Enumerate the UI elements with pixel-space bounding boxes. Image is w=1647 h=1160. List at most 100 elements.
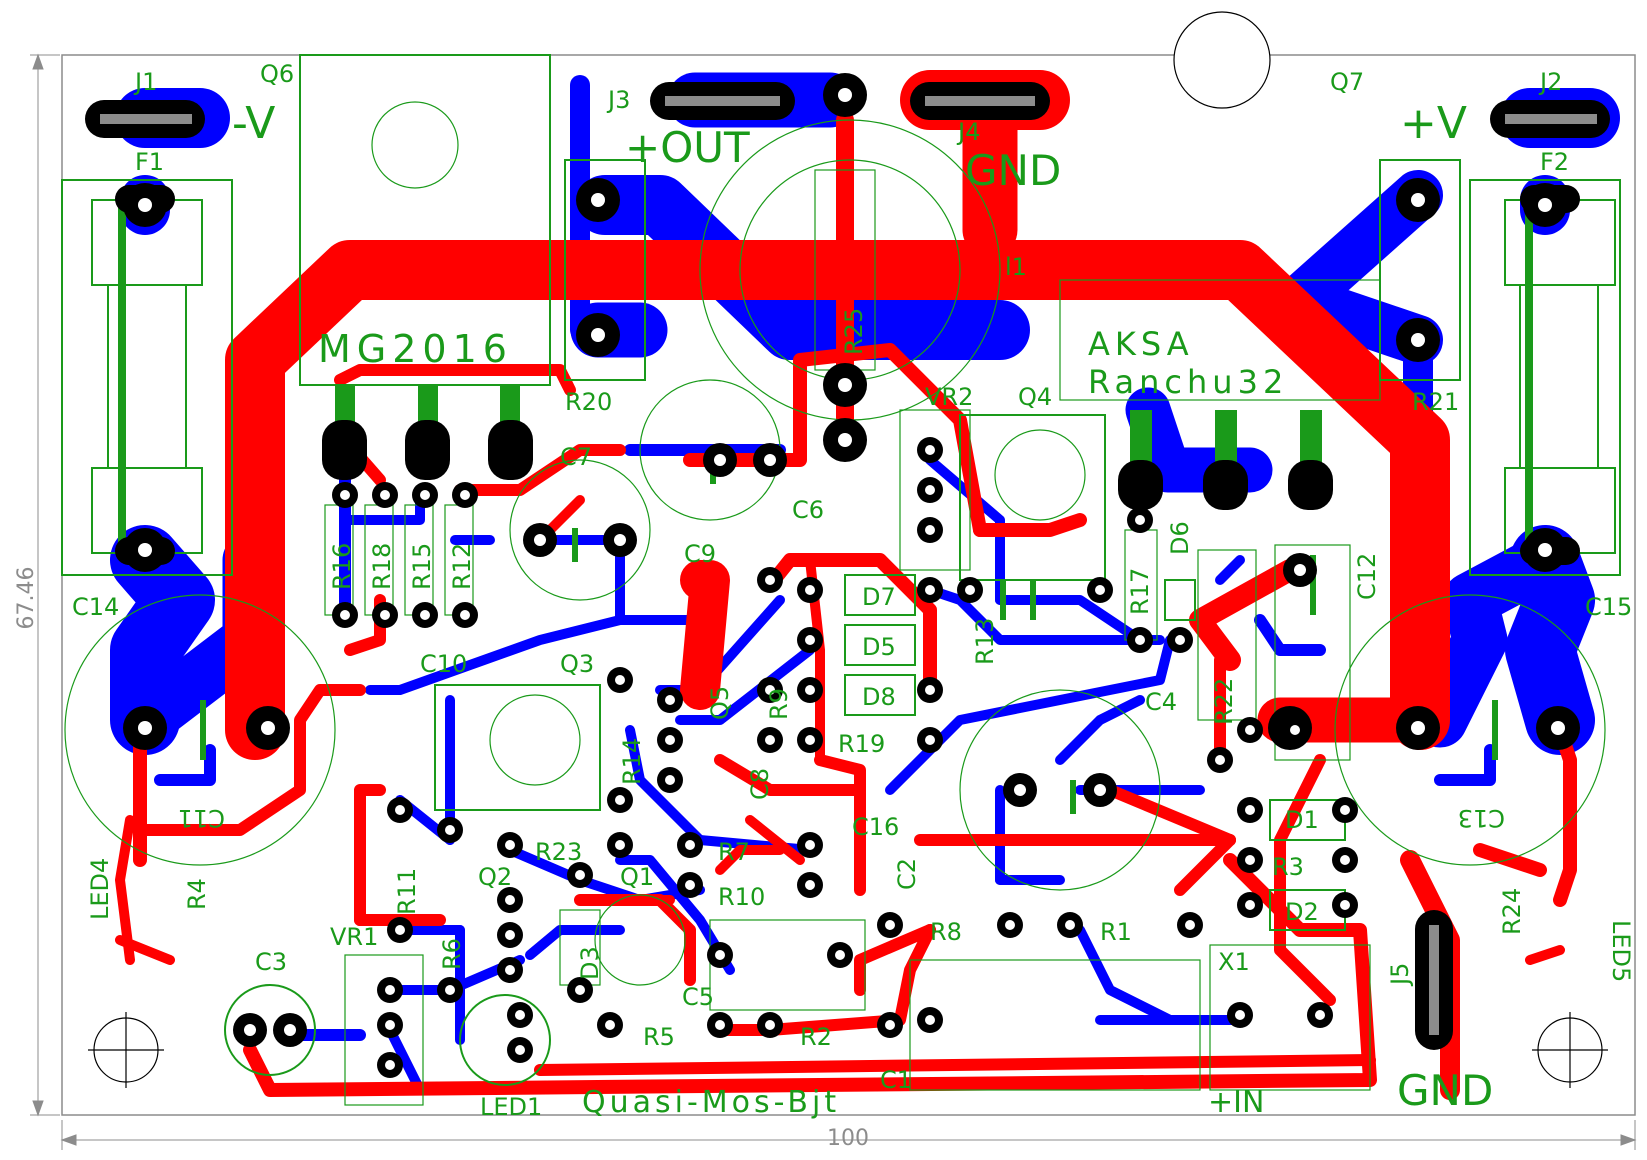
label-j3: J3 (606, 86, 630, 114)
pad-hole (1005, 920, 1015, 930)
pad-hole (420, 610, 430, 620)
pad-hole (138, 543, 152, 557)
pad-hole (885, 920, 895, 930)
label-c12: C12 (1353, 553, 1381, 600)
gnd-bottom-label: GND (1397, 1066, 1493, 1115)
pad-hole (925, 735, 935, 745)
pad-hole (765, 575, 775, 585)
label-r8: R8 (930, 918, 962, 946)
label-r5: R5 (643, 1023, 675, 1051)
pad-hole (515, 1010, 525, 1020)
mg2016-label: MG2016 (318, 327, 513, 371)
label-r20: R20 (565, 388, 612, 416)
pad-hole (591, 328, 605, 342)
pad-hole (385, 985, 395, 995)
pad-hole (505, 965, 515, 975)
pad-hole (715, 1020, 725, 1030)
label-r19: R19 (838, 730, 885, 758)
label-c8: C8 (746, 768, 774, 800)
gnd-top-label: GND (965, 146, 1061, 195)
pad-hole (385, 1020, 395, 1030)
pad-hole (575, 870, 585, 880)
pad-hole (460, 610, 470, 620)
pad-hole (591, 193, 605, 207)
pad-hole (1215, 755, 1225, 765)
pad-hole (1065, 920, 1075, 930)
label-led4: LED4 (86, 858, 114, 920)
label-r2: R2 (800, 1023, 832, 1051)
plus-v-label: +V (1400, 98, 1467, 149)
pad-hole (615, 675, 625, 685)
label-vr2: VR2 (925, 383, 973, 411)
pad-hole (1135, 635, 1145, 645)
pad-hole (445, 825, 455, 835)
pad-hole (1411, 721, 1425, 735)
pad-hole (805, 635, 815, 645)
label-d3: D3 (576, 946, 604, 980)
pad-hole (925, 685, 935, 695)
pad-hole (764, 454, 776, 466)
pad-hole (805, 880, 815, 890)
pad-hole (244, 1024, 256, 1036)
pad-hole (261, 721, 275, 735)
label-q2: Q2 (478, 863, 512, 891)
label-r9: R9 (765, 688, 793, 720)
aksa-label: AKSA (1088, 325, 1194, 363)
label-r16: R16 (328, 543, 356, 590)
pad-hole (1294, 564, 1306, 576)
pad-hole (925, 525, 935, 535)
label-r24: R24 (1498, 888, 1526, 935)
pad-hole (340, 610, 350, 620)
pad-hole (925, 485, 935, 495)
label-j4: J4 (956, 118, 980, 146)
pad-hole (380, 490, 390, 500)
label-q5: Q5 (706, 686, 734, 720)
pad-hole (1245, 855, 1255, 865)
component-labels: J1 J2 J3 J4 Q6 Q7 F1 F2 l1 R20 R21 VR2 Q… (72, 60, 1635, 1121)
label-d6: D6 (1166, 521, 1194, 555)
pad-hole (284, 1024, 296, 1036)
pad-hole (665, 775, 675, 785)
plus-in-label: +IN (1208, 1085, 1264, 1120)
pad-hole (138, 721, 152, 735)
pad-hole (614, 534, 626, 546)
label-r1: R1 (1100, 918, 1132, 946)
pad-hole (685, 880, 695, 890)
pad-hole (925, 1015, 935, 1025)
pad-hole (505, 930, 515, 940)
label-c16: C16 (852, 813, 899, 841)
label-c2: C2 (893, 858, 921, 890)
label-vr1: VR1 (330, 923, 378, 951)
pad-hole (1411, 193, 1425, 207)
label-r7: R7 (718, 838, 750, 866)
pad-hole (885, 1020, 895, 1030)
pad-hole (1551, 721, 1565, 735)
pad-hole (395, 805, 405, 815)
pad-hole (925, 585, 935, 595)
pad-hole (1245, 725, 1255, 735)
pad-hole (1135, 515, 1145, 525)
plus-out-label: +OUT (625, 123, 750, 172)
label-r11: R11 (393, 868, 421, 915)
label-d7: D7 (862, 583, 896, 611)
pad-hole (1538, 543, 1552, 557)
pad-hole (615, 795, 625, 805)
pad-hole (765, 1020, 775, 1030)
minus-v-label: -V (232, 98, 275, 149)
ranchu-label: Ranchu32 (1088, 363, 1288, 401)
label-d2: D2 (1285, 898, 1319, 926)
pad-hole (1340, 805, 1350, 815)
label-c10: C10 (420, 650, 467, 678)
pad-hole (765, 735, 775, 745)
label-q6: Q6 (260, 60, 294, 88)
pad-hole (1411, 333, 1425, 347)
label-c4: C4 (1145, 688, 1177, 716)
label-r14: R14 (618, 738, 646, 785)
label-c14: C14 (72, 593, 119, 621)
label-q4: Q4 (1018, 383, 1052, 411)
label-r23: R23 (535, 838, 582, 866)
height-dimension: 67.46 (14, 567, 39, 630)
pad-hole (1185, 920, 1195, 930)
pad-hole (1235, 1010, 1245, 1020)
